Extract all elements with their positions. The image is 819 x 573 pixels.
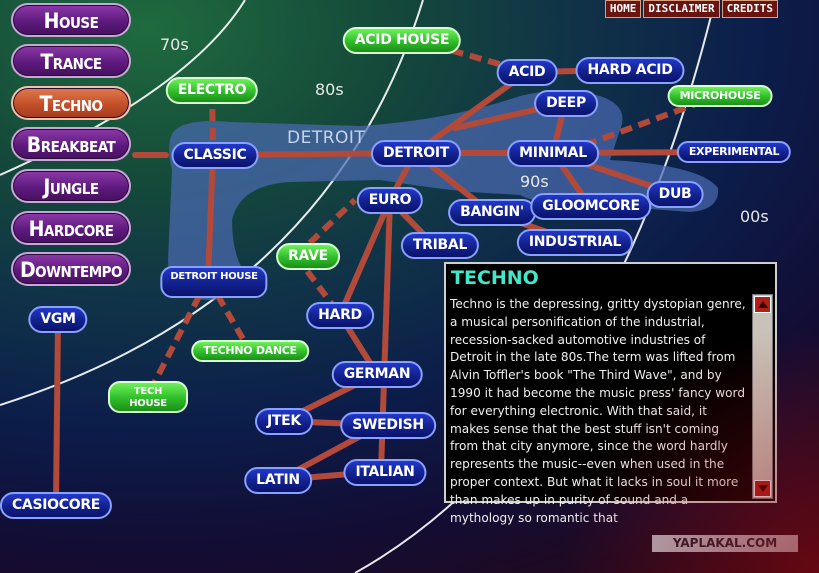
era-label-70s: 70s	[160, 35, 189, 54]
node-swedish[interactable]: SWEDISH	[340, 412, 436, 439]
genre-info-panel: TECHNO Techno is the depressing, gritty …	[444, 262, 777, 525]
nav-disclaimer-link[interactable]: DISCLAIMER	[643, 0, 720, 18]
genre-button-trance[interactable]: Trance	[11, 44, 131, 78]
node-classic[interactable]: CLASSIC	[171, 142, 259, 169]
era-label-80s: 80s	[315, 80, 344, 99]
genre-button-house[interactable]: House	[11, 3, 131, 37]
era-arc-80s	[0, 0, 424, 406]
node-italian[interactable]: ITALIAN	[343, 459, 427, 486]
nav-home-link[interactable]: HOME	[604, 0, 642, 18]
scroll-down-arrow-icon[interactable]	[754, 480, 771, 497]
node-tech-house[interactable]: TECH HOUSE	[108, 381, 188, 413]
node-minimal[interactable]: MINIMAL	[507, 140, 599, 167]
era-label-90s: 90s	[520, 172, 549, 191]
top-nav: HOME DISCLAIMER CREDITS	[603, 0, 778, 18]
node-dub[interactable]: DUB	[646, 181, 704, 208]
info-panel-title: TECHNO	[451, 267, 539, 289]
era-label-00s: 00s	[740, 207, 769, 226]
node-detroit-house[interactable]: DETROIT HOUSE	[160, 266, 268, 298]
watermark: YAPLAKAL.COM	[652, 535, 798, 552]
genre-button-downtempo[interactable]: Downtempo	[11, 252, 131, 286]
info-panel-scrollbar[interactable]	[752, 294, 773, 499]
node-euro[interactable]: EURO	[356, 187, 424, 214]
genre-button-hardcore[interactable]: Hardcore	[11, 211, 131, 245]
region-label-detroit: DETROIT	[287, 128, 366, 148]
node-electro[interactable]: ELECTRO	[165, 77, 259, 104]
node-hard-acid[interactable]: HARD ACID	[575, 57, 685, 84]
node-detroit[interactable]: DETROIT	[370, 140, 462, 167]
node-microhouse[interactable]: MICROHOUSE	[667, 85, 773, 107]
genre-button-techno[interactable]: Techno	[11, 86, 131, 120]
node-gloomcore[interactable]: GLOOMCORE	[530, 193, 652, 220]
node-german[interactable]: GERMAN	[331, 361, 423, 388]
node-jtek[interactable]: JTEK	[255, 408, 313, 435]
node-latin[interactable]: LATIN	[244, 467, 312, 494]
genre-button-breakbeat[interactable]: Breakbeat	[11, 127, 131, 161]
info-panel-text: Techno is the depressing, gritty dystopi…	[450, 297, 746, 525]
genre-button-jungle[interactable]: Jungle	[11, 169, 131, 203]
node-acid-house[interactable]: ACID HOUSE	[342, 27, 462, 54]
node-deep[interactable]: DEEP	[534, 90, 598, 117]
node-acid[interactable]: ACID	[496, 59, 558, 86]
node-experimental[interactable]: EXPERIMENTAL	[676, 141, 792, 163]
nav-credits-link[interactable]: CREDITS	[721, 0, 778, 18]
node-vgm[interactable]: VGM	[28, 306, 88, 333]
node-casiocore[interactable]: CASIOCORE	[0, 492, 113, 519]
node-rave[interactable]: RAVE	[276, 243, 340, 270]
node-bangin[interactable]: BANGIN'	[448, 199, 536, 226]
node-techno-dance[interactable]: TECHNO DANCE	[191, 340, 309, 362]
node-industrial[interactable]: INDUSTRIAL	[516, 229, 634, 256]
node-tribal[interactable]: TRIBAL	[400, 232, 480, 259]
scroll-up-arrow-icon[interactable]	[754, 296, 771, 313]
node-hard[interactable]: HARD	[306, 302, 374, 329]
